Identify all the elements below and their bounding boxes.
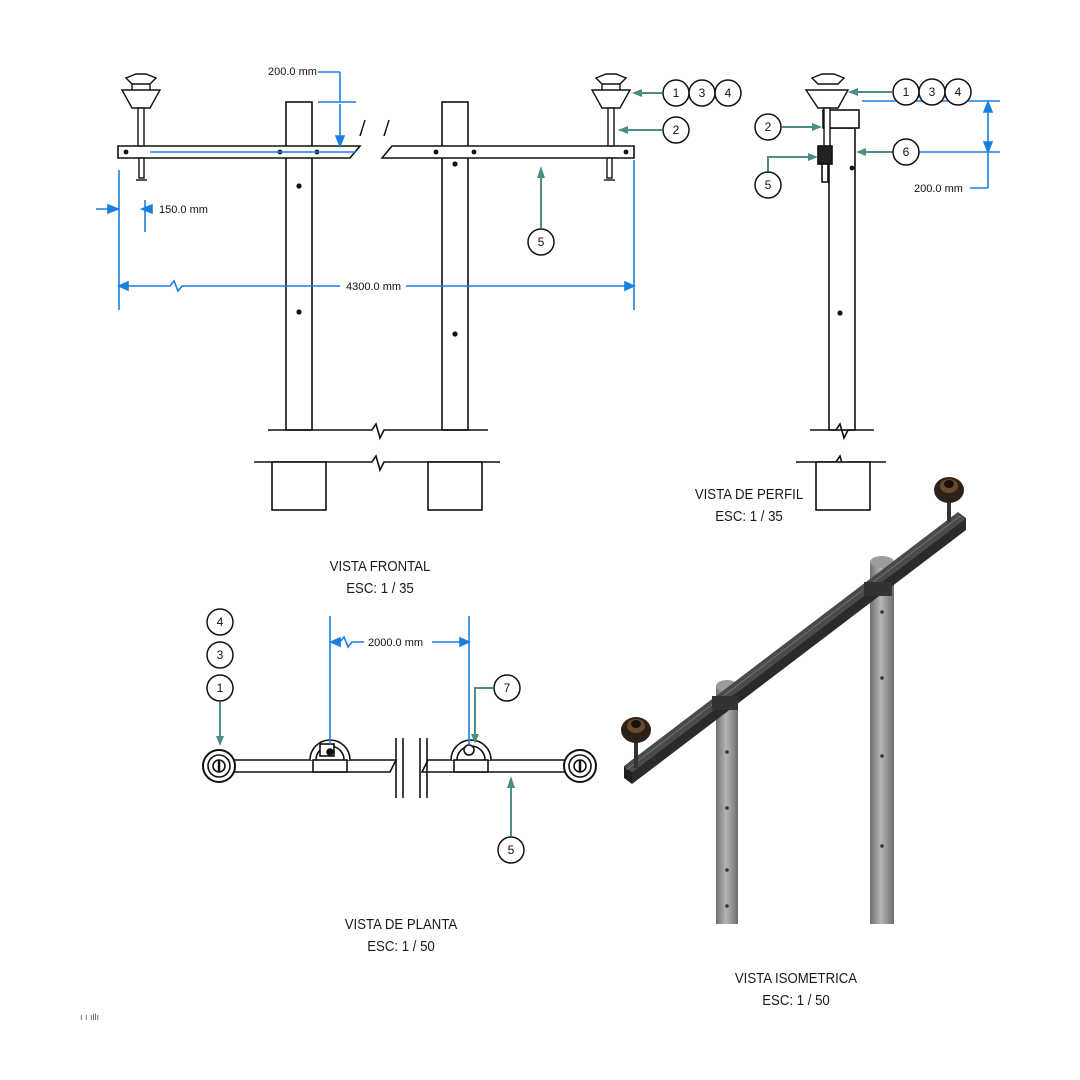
plan-view [202, 738, 597, 798]
callout-label: 4 [217, 615, 224, 629]
frontal-insulator-right [590, 73, 632, 147]
frontal-dim-200: 200.0 mm [268, 66, 317, 78]
callout-bubble [944, 78, 972, 106]
plan-leaders [216, 687, 515, 836]
callout-bubble [892, 138, 920, 166]
callout-label: 1 [903, 85, 910, 99]
callout-label: 3 [929, 85, 936, 99]
frontal-dim-4300: 4300.0 mm [346, 281, 401, 293]
isometric-view [621, 477, 966, 924]
profile-scale: ESC: 1 / 35 [715, 508, 783, 525]
frontal-insulator-left [120, 73, 162, 147]
callout-label: 5 [765, 178, 772, 192]
plan-pole-clamp-right [450, 739, 492, 773]
profile-leaders [767, 88, 892, 172]
profile-title: VISTA DE PERFIL [694, 486, 804, 503]
plan-dimensions [329, 616, 471, 744]
callout-label: 1 [673, 86, 680, 100]
profile-view [796, 73, 886, 511]
callout-label: 5 [538, 235, 545, 249]
plan-title: VISTA DE PLANTA [344, 916, 458, 933]
plan-crossarm-right [420, 759, 569, 773]
callout-bubble [497, 836, 525, 864]
iso-insulator-left [621, 717, 651, 768]
callout-label: 5 [508, 843, 515, 857]
callout-bubble [206, 641, 234, 669]
plan-callouts [206, 608, 525, 864]
callout-bubble [206, 674, 234, 702]
plan-insulator-left [202, 749, 236, 783]
plan-pole-clamp-left [309, 739, 351, 773]
profile-caption: VISTA DE PERFIL ESC: 1 / 35 [674, 484, 824, 528]
plan-dim-2000: 2000.0 mm [368, 637, 423, 649]
profile-pole [828, 127, 856, 431]
callout-label: 6 [903, 145, 910, 159]
isometric-scale: ESC: 1 / 50 [762, 992, 830, 1009]
callout-label: 3 [217, 648, 224, 662]
iso-insulator-right [934, 477, 964, 522]
callout-label: 4 [955, 85, 962, 99]
callout-bubble [754, 171, 782, 199]
iso-pole-left [716, 680, 738, 924]
frontal-scale: ESC: 1 / 35 [346, 580, 414, 597]
plan-insulator-right [563, 749, 597, 783]
profile-insulator [804, 73, 850, 149]
callout-bubble [754, 113, 782, 141]
frontal-dim-150: 150.0 mm [159, 204, 208, 216]
callout-label: 1 [217, 681, 224, 695]
isometric-caption: VISTA ISOMETRICA ESC: 1 / 50 [717, 968, 875, 1012]
profile-dim-200: 200.0 mm [914, 183, 963, 195]
callout-bubble [206, 608, 234, 636]
footer-mark: ı ı ıllı [80, 1012, 99, 1022]
frontal-leaders [537, 89, 662, 228]
callout-bubble [493, 674, 521, 702]
plan-caption: VISTA DE PLANTA ESC: 1 / 50 [326, 914, 476, 958]
isometric-title: VISTA ISOMETRICA [734, 970, 858, 987]
iso-pole-right [870, 556, 894, 924]
iso-crossarm [624, 512, 966, 784]
frontal-callouts [527, 79, 742, 256]
frontal-caption: VISTA FRONTAL ESC: 1 / 35 [310, 556, 451, 600]
frontal-dimensions [96, 71, 636, 310]
callout-label: 3 [699, 86, 706, 100]
callout-label: 2 [765, 120, 772, 134]
callout-label: 4 [725, 86, 732, 100]
profile-dimensions [862, 99, 1000, 189]
profile-callouts [754, 78, 972, 199]
callout-label: 7 [504, 681, 511, 695]
frontal-view [117, 73, 635, 511]
frontal-title: VISTA FRONTAL [329, 558, 431, 575]
frontal-crossarm-right [380, 145, 635, 159]
callout-bubble [714, 79, 742, 107]
plan-scale: ESC: 1 / 50 [367, 938, 435, 955]
callout-label: 2 [673, 123, 680, 137]
callout-bubble [662, 116, 690, 144]
callout-bubble [527, 228, 555, 256]
